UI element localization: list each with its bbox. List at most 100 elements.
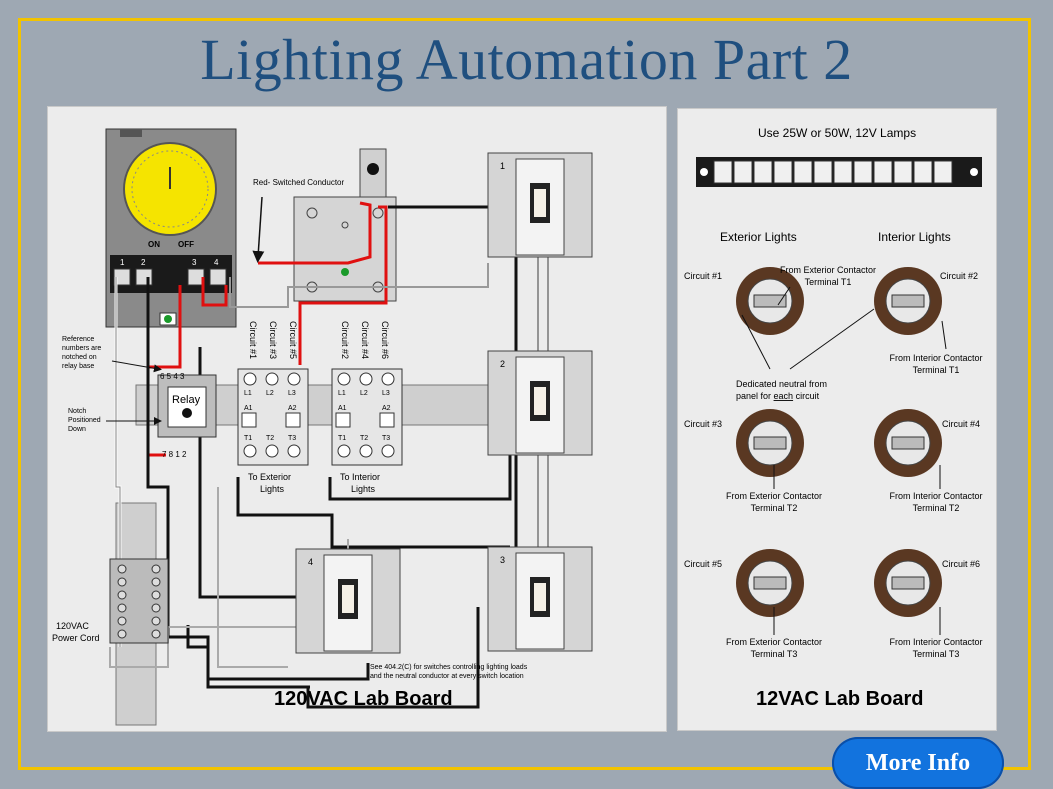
page-title: Lighting Automation Part 2 <box>200 27 853 92</box>
board-12-title: 12VAC Lab Board <box>756 688 923 710</box>
contactor-notes: From Exterior Contactor Terminal T1 From… <box>726 265 983 659</box>
switch-2: 2 <box>487 350 593 456</box>
svg-text:T3: T3 <box>382 435 390 442</box>
neutral-note-1: Dedicated neutral from <box>736 379 827 389</box>
code-note-1: See 404.2(C) for switches controlling li… <box>370 664 528 671</box>
svg-text:L1: L1 <box>244 390 252 397</box>
timer-on-label: ON <box>148 240 160 249</box>
svg-text:Circuit #6: Circuit #6 <box>942 559 980 569</box>
svg-text:Lights: Lights <box>260 484 285 494</box>
svg-text:T3: T3 <box>288 435 296 442</box>
svg-text:From Exterior Contactor: From Exterior Contactor <box>726 637 822 647</box>
svg-text:numbers are: numbers are <box>62 345 101 352</box>
svg-text:Terminal T1: Terminal T1 <box>913 365 960 375</box>
svg-text:T1: T1 <box>338 435 346 442</box>
svg-text:Terminal T3: Terminal T3 <box>913 649 960 659</box>
svg-text:Lights: Lights <box>351 484 376 494</box>
svg-text:Circuit #4: Circuit #4 <box>360 321 370 359</box>
junction-box <box>293 196 397 302</box>
svg-text:A2: A2 <box>382 405 391 412</box>
svg-text:T1: T1 <box>244 435 252 442</box>
svg-text:3: 3 <box>500 555 505 565</box>
switch-3: 3 <box>487 546 593 652</box>
relay: Relay 6 5 4 3 7 8 1 2 <box>157 372 217 459</box>
relay-pins-top: 6 5 4 3 <box>160 372 185 381</box>
svg-text:notched on: notched on <box>62 354 97 361</box>
svg-text:L2: L2 <box>266 390 274 397</box>
circuit-labels-12: Circuit #1 Circuit #2 Circuit #3 Circuit… <box>684 271 980 569</box>
svg-text:To Interior: To Interior <box>340 472 380 482</box>
svg-text:3: 3 <box>192 258 197 267</box>
reference-note: Reference numbers are notched on relay b… <box>62 336 101 370</box>
svg-text:Circuit #5: Circuit #5 <box>684 559 722 569</box>
lamp-6 <box>874 549 942 617</box>
timer-off-label: OFF <box>178 240 194 249</box>
svg-text:T2: T2 <box>360 435 368 442</box>
slide-frame <box>18 18 1031 770</box>
power-cord-label-2: Power Cord <box>52 633 100 643</box>
interior-header: Interior Lights <box>878 230 951 244</box>
svg-text:Notch: Notch <box>68 408 86 415</box>
more-info-button[interactable]: More Info <box>832 737 1004 789</box>
time-clock: ON OFF 1 2 3 4 <box>105 128 237 328</box>
wire-black-line <box>146 277 310 689</box>
svg-text:T2: T2 <box>266 435 274 442</box>
svg-text:Circuit #2: Circuit #2 <box>340 321 350 359</box>
switch-1: 1 <box>487 152 593 258</box>
terminal-block <box>109 558 169 644</box>
board-120-title: 120VAC Lab Board <box>274 688 453 710</box>
photocell <box>359 148 387 198</box>
lamp-4 <box>874 409 942 477</box>
svg-text:Terminal T1: Terminal T1 <box>805 277 852 287</box>
svg-text:1: 1 <box>500 161 505 171</box>
svg-text:Circuit #5: Circuit #5 <box>288 321 298 359</box>
svg-text:From Exterior Contactor: From Exterior Contactor <box>726 491 822 501</box>
svg-text:From Interior Contactor: From Interior Contactor <box>889 637 982 647</box>
svg-text:From Exterior Contactor: From Exterior Contactor <box>780 265 876 275</box>
svg-text:L2: L2 <box>360 390 368 397</box>
switch-4: 4 <box>295 548 401 654</box>
contactor-exterior: L1 L2 L3 A1 A2 T1 T2 T3 <box>237 368 309 466</box>
svg-text:2: 2 <box>141 258 146 267</box>
svg-text:From Interior Contactor: From Interior Contactor <box>889 353 982 363</box>
svg-text:A1: A1 <box>338 405 347 412</box>
svg-text:Reference: Reference <box>62 336 94 343</box>
terminal-strip <box>696 157 982 187</box>
code-note-2: and the neutral conductor at every switc… <box>370 673 524 680</box>
lamp-3 <box>736 409 804 477</box>
svg-text:Terminal T3: Terminal T3 <box>751 649 798 659</box>
relay-pins-bottom: 7 8 1 2 <box>162 450 187 459</box>
svg-text:Terminal T2: Terminal T2 <box>751 503 798 513</box>
svg-text:2: 2 <box>500 359 505 369</box>
svg-text:Circuit #1: Circuit #1 <box>248 321 258 359</box>
svg-text:To Exterior: To Exterior <box>248 472 291 482</box>
board-120vac: ON OFF 1 2 3 4 <box>47 106 667 732</box>
contactor-interior: L1 L2 L3 A1 A2 T1 T2 T3 <box>331 368 403 466</box>
svg-text:Circuit #6: Circuit #6 <box>380 321 390 359</box>
svg-text:L1: L1 <box>338 390 346 397</box>
notch-note: Notch Positioned Down <box>68 408 101 433</box>
svg-text:4: 4 <box>308 557 313 567</box>
wire-red-switched <box>258 201 372 265</box>
svg-text:Positioned: Positioned <box>68 417 101 424</box>
power-cord-label-1: 120VAC <box>56 621 89 631</box>
svg-text:4: 4 <box>214 258 219 267</box>
neutral-note-2: panel for each circuit <box>736 391 820 401</box>
svg-text:A1: A1 <box>244 405 253 412</box>
svg-text:relay base: relay base <box>62 363 94 370</box>
svg-text:L3: L3 <box>288 390 296 397</box>
svg-text:A2: A2 <box>288 405 297 412</box>
exterior-header: Exterior Lights <box>720 230 797 244</box>
svg-text:Circuit #2: Circuit #2 <box>940 271 978 281</box>
svg-text:From Interior Contactor: From Interior Contactor <box>889 491 982 501</box>
svg-text:Circuit #3: Circuit #3 <box>684 419 722 429</box>
board-120vac-diagram: ON OFF 1 2 3 4 <box>52 128 593 726</box>
svg-text:1: 1 <box>120 258 125 267</box>
lamp-1 <box>736 267 804 335</box>
lamp-5 <box>736 549 804 617</box>
svg-text:L3: L3 <box>382 390 390 397</box>
lamp-2 <box>874 267 942 335</box>
svg-text:Circuit #4: Circuit #4 <box>942 419 980 429</box>
red-conductor-label: Red- Switched Conductor <box>253 178 344 187</box>
lamp-note: Use 25W or 50W, 12V Lamps <box>758 126 916 140</box>
